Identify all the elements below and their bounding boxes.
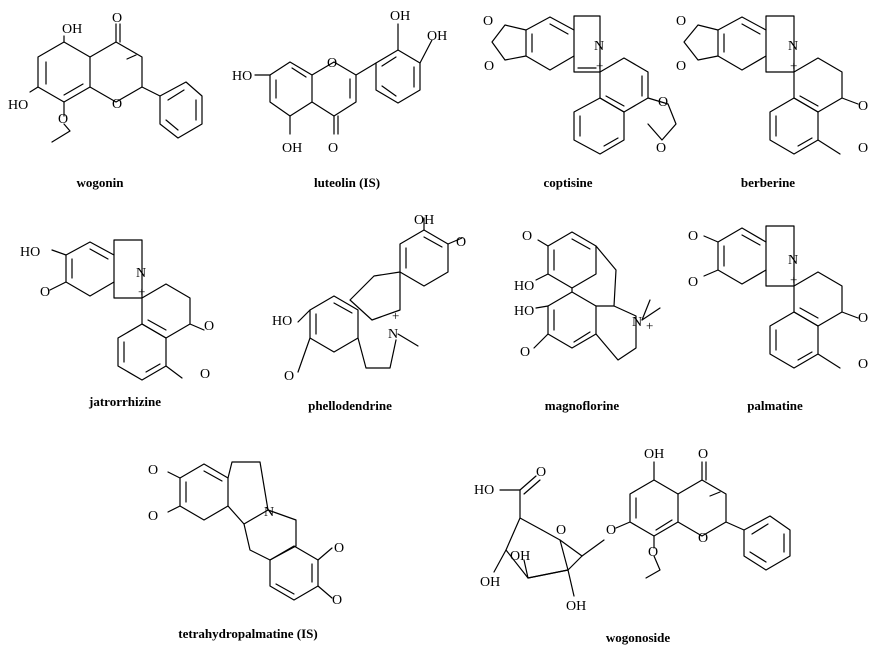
atom-oh-label: OH [480,575,500,590]
atom-n-label: N [788,39,798,54]
atom-o-label: O [676,14,686,29]
atom-o-label: O [112,97,122,112]
atom-ho-label: HO [514,304,534,319]
atom-o-label: O [522,229,532,244]
atom-n-label: N [388,327,398,342]
cation-charge: + [646,318,653,333]
atom-o-label: O [858,357,868,372]
atom-o-label: O [688,275,698,290]
structure-wogonoside: OH O O O O O HO O OH OH OH wogonoside [474,447,791,645]
atom-o-label: O [858,141,868,156]
atom-n-label: N [632,315,642,330]
atom-oh-label: OH [282,141,302,156]
atom-o-label: O [148,509,158,524]
structure-tetrahydropalmatine: O O N O O tetrahydropalmatine (IS) [148,461,344,641]
caption-luteolin: luteolin (IS) [314,175,380,190]
cation-charge: + [138,284,145,299]
structure-phellodendrine: OH O HO N + O phellodendrine [272,213,466,413]
atom-ho-label: HO [20,245,40,260]
atom-n-label: N [136,266,146,281]
atom-oh-label: OH [510,549,530,564]
atom-o-label: O [328,141,338,156]
atom-o-label: O [58,112,68,127]
caption-palmatine: palmatine [747,398,803,413]
atom-n-label: N [594,39,604,54]
caption-magnoflorine: magnoflorine [545,398,620,413]
atom-o-label: O [858,99,868,114]
atom-o-label: O [648,545,658,560]
atom-oh-label: OH [62,22,82,37]
structure-luteolin: OH OH O HO OH O luteolin (IS) [232,9,447,190]
cation-charge: + [392,308,399,323]
structure-jatrorrhizine: HO O N + O O jatrorrhizine [20,239,214,409]
atom-o-label: O [484,59,494,74]
caption-tetrahydropalmatine: tetrahydropalmatine (IS) [178,626,318,641]
atom-o-label: O [656,141,666,156]
structure-coptisine: O O N + O O coptisine [483,14,677,190]
atom-ho-label: HO [8,98,28,113]
atom-o-label: O [536,465,546,480]
atom-o-label: O [676,59,686,74]
cation-charge: + [596,58,603,73]
atom-n-label: N [788,253,798,268]
atom-oh-label: OH [390,9,410,24]
atom-o-label: O [334,541,344,556]
caption-jatrorrhizine: jatrorrhizine [88,394,161,409]
atom-o-label: O [606,523,616,538]
atom-ho-label: HO [272,314,292,329]
atom-o-label: O [148,463,158,478]
caption-wogonoside: wogonoside [606,630,671,645]
cation-charge: + [790,58,797,73]
atom-oh-label: OH [566,599,586,614]
atom-o-label: O [284,369,294,384]
atom-ho-label: HO [232,69,252,84]
atom-n-label: N [264,505,274,520]
atom-o-label: O [332,593,342,608]
caption-phellodendrine: phellodendrine [308,398,392,413]
atom-o-label: O [698,531,708,546]
atom-o-label: O [204,319,214,334]
caption-wogonin: wogonin [77,175,125,190]
atom-o-label: O [200,367,210,382]
atom-o-label: O [456,235,466,250]
atom-oh-label: OH [427,29,447,44]
atom-o-label: O [112,11,122,26]
atom-oh-label: OH [644,447,664,462]
structure-magnoflorine: O HO HO O N + magnoflorine [514,229,661,413]
structure-berberine: O O N + O O berberine [676,14,868,190]
atom-o-label: O [40,285,50,300]
structure-wogonin: OH O HO O O wogonin [8,11,203,190]
atom-o-label: O [327,56,337,71]
atom-o-label: O [858,311,868,326]
caption-berberine: berberine [741,175,795,190]
structure-palmatine: O O N + O O palmatine [688,225,868,413]
caption-coptisine: coptisine [543,175,592,190]
atom-o-label: O [658,95,668,110]
cation-charge: + [790,272,797,287]
atom-o-label: O [688,229,698,244]
atom-oh-label: OH [414,213,434,228]
atom-o-label: O [698,447,708,462]
atom-o-label: O [520,345,530,360]
atom-o-label: O [556,523,566,538]
atom-ho-label: HO [514,279,534,294]
atom-ho-label: HO [474,483,494,498]
atom-o-label: O [483,14,493,29]
